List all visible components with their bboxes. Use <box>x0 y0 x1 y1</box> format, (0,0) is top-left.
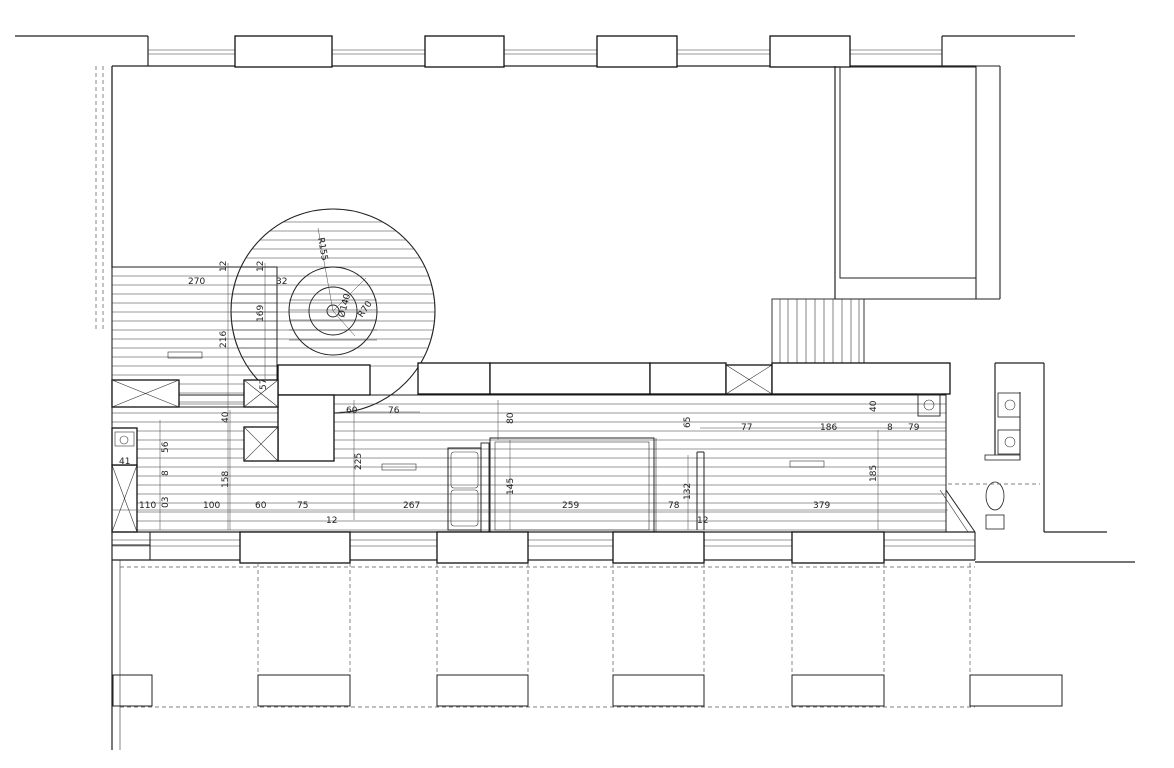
internal-blocks <box>111 362 951 533</box>
dim-169: 169 <box>256 305 266 322</box>
room-label-box <box>789 460 825 468</box>
dim-41: 41 <box>119 457 130 467</box>
dim-32: 32 <box>276 277 287 287</box>
toilet-icon <box>985 514 1005 530</box>
straight-stair <box>771 298 865 366</box>
dim-76: 76 <box>388 406 400 416</box>
dim-60-b: 60 <box>255 501 267 511</box>
dimension-lines <box>112 263 948 530</box>
dim-56: 56 <box>161 441 171 453</box>
dim-12-a: 12 <box>219 261 229 272</box>
dim-267: 267 <box>403 501 420 511</box>
dim-110: 110 <box>139 501 156 511</box>
dim-8-a: 8 <box>161 470 171 476</box>
dim-259: 259 <box>562 501 579 511</box>
dim-145: 145 <box>506 478 516 495</box>
main-floor-hatch <box>111 394 976 533</box>
dim-158: 158 <box>221 471 231 488</box>
dim-12-d: 12 <box>697 516 708 526</box>
pillar-bottom-3 <box>612 531 705 564</box>
dim-77: 77 <box>741 423 752 433</box>
mezzanine-label-box <box>167 351 203 359</box>
dim-57: 57 <box>259 379 269 390</box>
dim-100: 100 <box>203 501 220 511</box>
appliance-box <box>917 393 941 417</box>
main-outline <box>95 66 121 750</box>
dim-79: 79 <box>908 423 920 433</box>
dim-270: 270 <box>188 277 205 287</box>
dim-60-a: 60 <box>346 406 358 416</box>
pillar-bottom-2 <box>436 531 529 564</box>
dim-12-b: 12 <box>256 261 266 272</box>
dim-03: 03 <box>161 497 171 508</box>
radius-155-label: R155 <box>315 237 329 262</box>
dim-8-b: 8 <box>887 423 893 433</box>
pillar-top-4 <box>769 35 851 68</box>
sofa <box>447 442 490 534</box>
dim-75: 75 <box>297 501 308 511</box>
railing <box>696 451 705 530</box>
dim-186: 186 <box>820 423 837 433</box>
pillar-bottom-1 <box>239 531 351 564</box>
bottom-wall <box>112 531 1135 564</box>
pillar-bottom-4 <box>791 531 885 564</box>
top-wall <box>15 35 1075 68</box>
lower-grid <box>112 563 1063 708</box>
dim-65: 65 <box>683 417 693 428</box>
radius-70-label: R70 <box>356 299 375 319</box>
dim-12-c: 12 <box>326 516 337 526</box>
pillar-top-3 <box>596 35 678 68</box>
dim-379: 379 <box>813 501 830 511</box>
bathroom <box>948 362 1107 533</box>
living-label-box <box>381 463 417 471</box>
dimension-labels: 270 12 12 32 216 169 57 40 60 76 80 225 … <box>119 261 920 526</box>
dim-80: 80 <box>506 412 516 424</box>
pillar-top-2 <box>424 35 505 68</box>
dim-78: 78 <box>668 501 680 511</box>
dim-40-b: 40 <box>869 400 879 412</box>
dim-132: 132 <box>683 483 693 500</box>
dim-216: 216 <box>219 331 229 348</box>
right-room <box>834 65 1001 300</box>
dim-40-a: 40 <box>221 411 231 423</box>
pillar-top-1 <box>234 35 333 68</box>
dim-185: 185 <box>869 465 879 482</box>
dim-225: 225 <box>354 453 364 470</box>
